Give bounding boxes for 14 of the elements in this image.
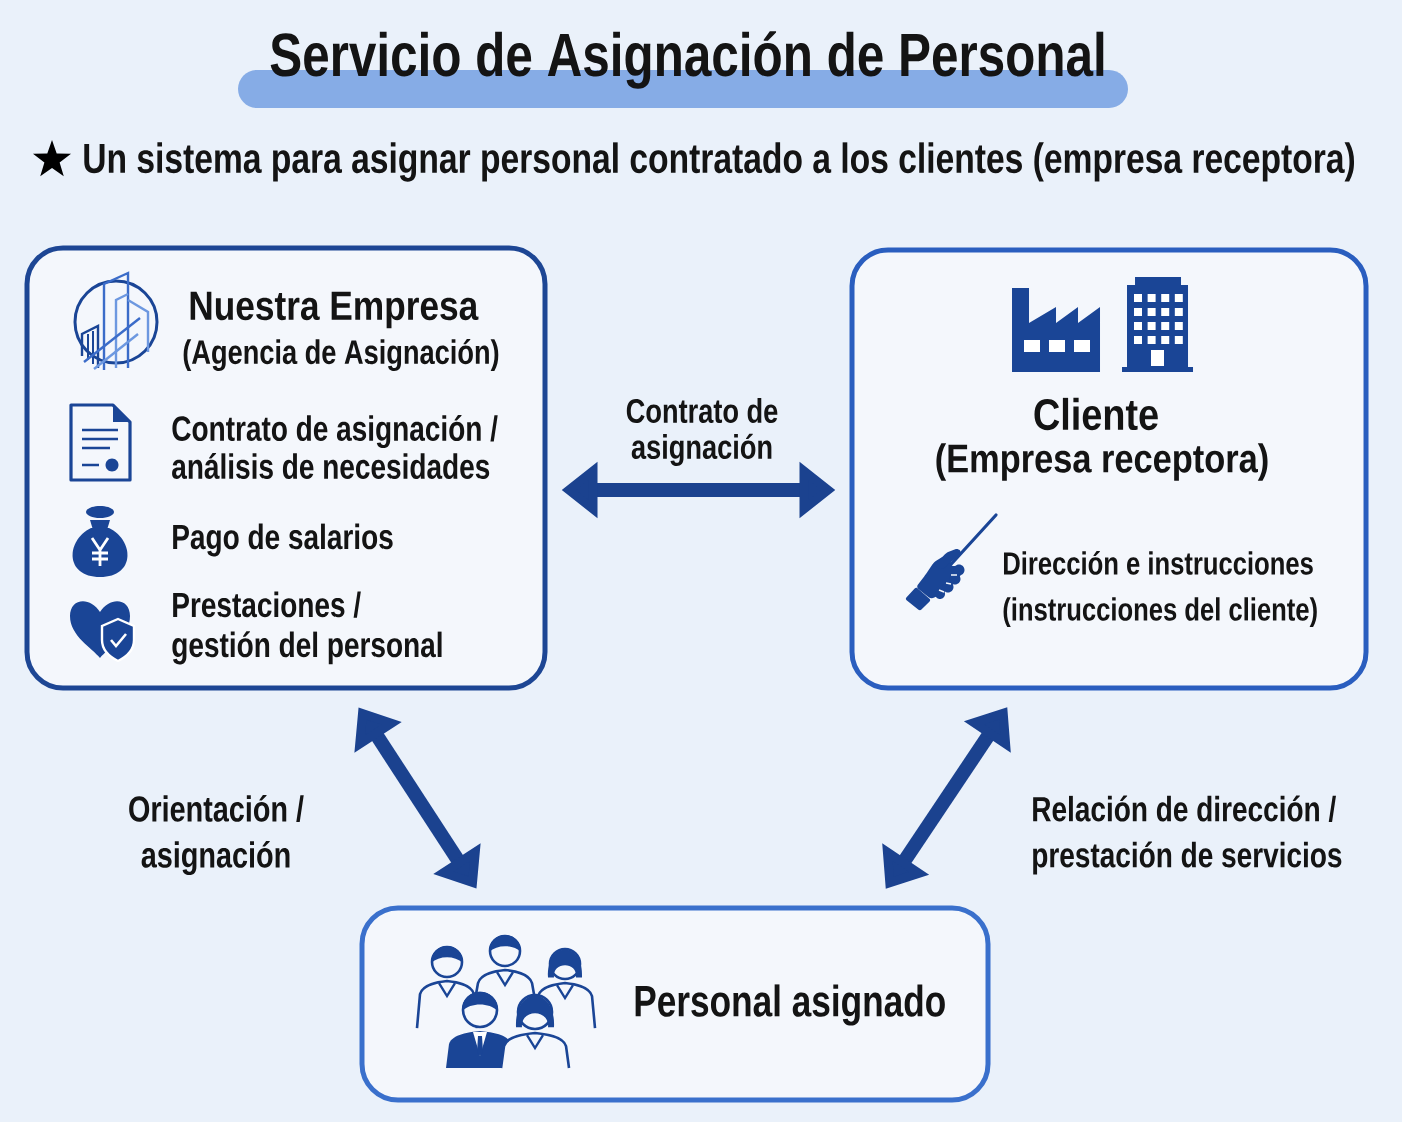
panel-heading: Personal asignado — [635, 984, 945, 1026]
edge-label: Contrato de asignación — [626, 398, 778, 466]
list-item-text: Contrato de asignación / análisis de necesidades — [172, 415, 498, 479]
panel-subheading: (Empresa receptora) — [936, 443, 1268, 481]
edge-label: Orientación / asignación — [129, 795, 304, 876]
panel-subheading: (Agencia de Asignación) — [183, 338, 499, 372]
list-item-text: Prestaciones / gestión del personal — [172, 591, 442, 665]
description-text: Dirección e instrucciones (instrucciones del cliente) — [1003, 550, 1317, 628]
panel-heading: Cliente — [1034, 397, 1158, 431]
subtitle: Un sistema para asignar personal contratado a los clientes (empresa receptora) — [84, 142, 1355, 182]
list-item-text: Pago de salarios — [173, 523, 393, 557]
panel-heading: Nuestra Empresa — [190, 291, 479, 329]
edge-label: Relación de dirección / prestación de servicios — [1033, 795, 1342, 875]
title: Servicio de Asignación de Personal — [270, 31, 1104, 89]
